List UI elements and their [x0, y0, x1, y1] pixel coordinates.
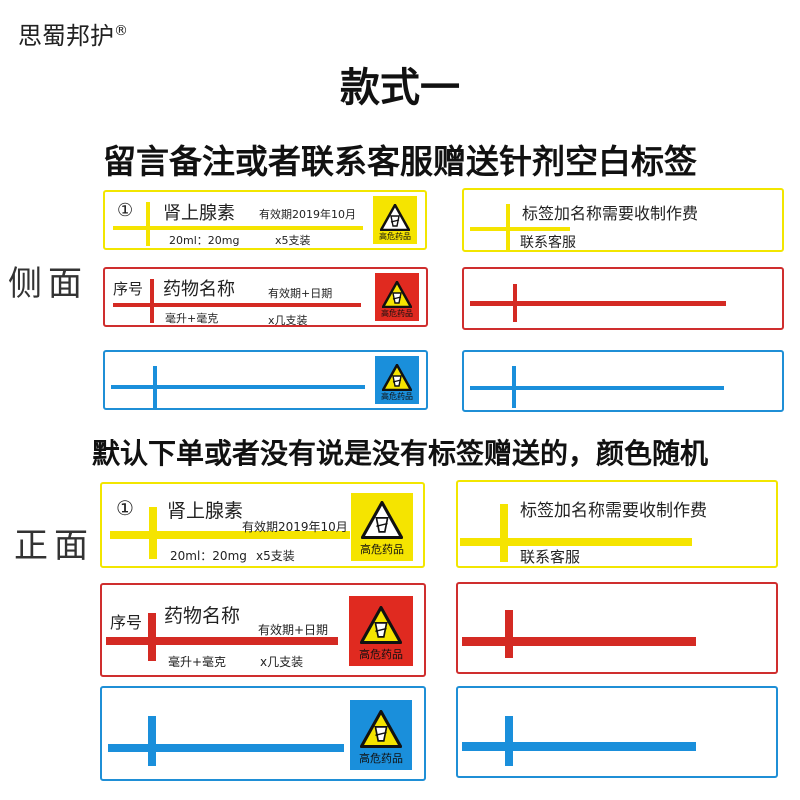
- brand-logo-text: 思蜀邦护®: [18, 16, 128, 51]
- label-quantity: x几支装: [268, 314, 308, 327]
- label-drug-name: 药物名称: [163, 279, 235, 300]
- label-stripe: [113, 226, 363, 230]
- label-expiry: 有效期+日期: [268, 287, 333, 300]
- label-drug-name: 药物名称: [164, 605, 241, 627]
- label-stripe-vertical: [148, 613, 156, 661]
- high-alert-badge: 高危药品: [351, 493, 413, 561]
- label-stripe-vertical: [150, 279, 154, 323]
- label-drug-name: 肾上腺素: [167, 500, 244, 522]
- label-stripe-vertical: [500, 504, 508, 562]
- side-blue-plain-label: [462, 350, 784, 412]
- label-index: 序号: [113, 280, 144, 298]
- label-dose: 20ml：20mg: [170, 549, 247, 563]
- front-yellow-sample-label: ① 肾上腺素 有效期2019年10月 20ml：20mg x5支装 高危药品: [100, 482, 425, 568]
- badge-caption: 高危药品: [381, 309, 413, 318]
- warning-triangle-icon: [382, 364, 412, 391]
- side-red-blank-label: [462, 267, 784, 330]
- side-red-template-label: 序号 药物名称 有效期+日期 毫升+毫克 x几支装 高危药品: [103, 267, 428, 327]
- label-drug-name: 肾上腺素: [163, 203, 235, 224]
- label-stripe: [108, 744, 344, 752]
- custom-fee-note: 标签加名称需要收制作费: [520, 501, 707, 521]
- registered-mark: ®: [114, 23, 128, 39]
- front-blue-blank-label: 高危药品: [100, 686, 426, 781]
- label-index: 序号: [110, 613, 143, 632]
- label-dose: 毫升+毫克: [165, 312, 219, 325]
- label-stripe: [111, 385, 365, 389]
- label-stripe: [470, 386, 724, 390]
- custom-fee-note: 标签加名称需要收制作费: [522, 204, 699, 223]
- label-index: ①: [116, 496, 134, 520]
- front-view-label: 正面: [14, 526, 94, 566]
- warning-triangle-icon: [361, 501, 403, 539]
- custom-contact: 联系客服: [520, 548, 581, 566]
- label-stripe-vertical: [505, 716, 513, 766]
- blank-label-note: 留言备注或者联系客服赠送针剂空白标签: [103, 142, 697, 181]
- label-stripe: [460, 538, 692, 546]
- label-stripe: [110, 531, 350, 539]
- label-stripe-vertical: [148, 716, 156, 766]
- high-alert-badge: 高危药品: [349, 596, 413, 666]
- high-alert-badge: 高危药品: [375, 273, 419, 321]
- random-color-note: 默认下单或者没有说是没有标签赠送的，颜色随机: [91, 437, 708, 470]
- front-red-blank-label: [456, 582, 778, 674]
- badge-caption: 高危药品: [359, 752, 403, 765]
- label-expiry: 有效期+日期: [258, 623, 329, 637]
- warning-triangle-icon: [360, 710, 402, 748]
- warning-triangle-icon: [382, 281, 412, 308]
- label-expiry: 有效期2019年10月: [242, 520, 348, 534]
- front-yellow-custom-label: 标签加名称需要收制作费 联系客服: [456, 480, 778, 568]
- warning-triangle-icon: [360, 606, 402, 644]
- label-stripe-vertical: [153, 366, 157, 408]
- front-blue-plain-label: [456, 686, 778, 778]
- label-quantity: x5支装: [275, 234, 311, 247]
- label-stripe-vertical: [146, 202, 150, 246]
- label-stripe-vertical: [506, 204, 510, 250]
- label-stripe-vertical: [149, 507, 157, 559]
- side-view-label: 侧面: [8, 264, 88, 304]
- side-yellow-custom-label: 标签加名称需要收制作费 联系客服: [462, 188, 784, 252]
- label-stripe: [462, 637, 696, 646]
- high-alert-badge: 高危药品: [375, 356, 419, 404]
- label-expiry: 有效期2019年10月: [259, 208, 356, 221]
- label-stripe-vertical: [505, 610, 513, 658]
- label-quantity: x几支装: [260, 655, 304, 669]
- front-red-template-label: 序号 药物名称 有效期+日期 毫升+毫克 x几支装 高危药品: [100, 583, 426, 677]
- brand-name: 思蜀邦护: [18, 22, 114, 50]
- label-stripe: [470, 301, 726, 306]
- label-stripe: [113, 303, 361, 307]
- side-yellow-sample-label: ① 肾上腺素 有效期2019年10月 20ml：20mg x5支装 高危药品: [103, 190, 427, 250]
- label-stripe-vertical: [512, 366, 516, 408]
- badge-caption: 高危药品: [360, 543, 404, 556]
- label-stripe: [462, 742, 696, 751]
- custom-contact: 联系客服: [520, 235, 576, 251]
- warning-triangle-icon: [380, 204, 410, 231]
- style-heading: 款式一: [340, 65, 460, 111]
- badge-caption: 高危药品: [359, 648, 403, 661]
- label-stripe-vertical: [513, 284, 517, 322]
- badge-caption: 高危药品: [381, 392, 413, 401]
- label-quantity: x5支装: [256, 549, 295, 563]
- side-blue-blank-label: 高危药品: [103, 350, 428, 410]
- label-dose: 20ml：20mg: [169, 234, 240, 247]
- badge-caption: 高危药品: [379, 232, 411, 241]
- label-index: ①: [117, 200, 134, 221]
- high-alert-badge: 高危药品: [373, 196, 417, 244]
- high-alert-badge: 高危药品: [350, 700, 412, 770]
- label-dose: 毫升+毫克: [168, 655, 227, 669]
- label-stripe: [106, 637, 338, 645]
- label-stripe: [470, 227, 570, 231]
